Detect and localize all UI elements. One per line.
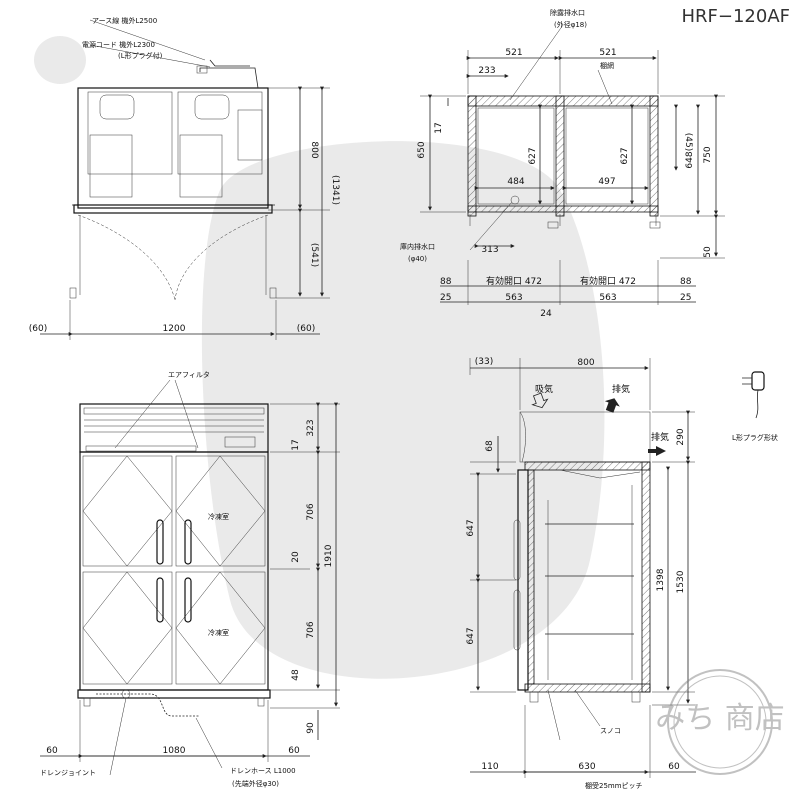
dim-25-left: 25 <box>440 293 451 303</box>
plan-section-dims <box>420 50 725 305</box>
interior-drain-dia: (φ40) <box>408 255 427 263</box>
sunoko-label: スノコ <box>600 727 621 735</box>
dim-541: (541) <box>309 243 319 267</box>
dim-1341: (1341) <box>330 175 340 205</box>
dim-313: 313 <box>481 245 498 255</box>
dim-60-elev-right: 60 <box>288 746 300 756</box>
dim-648: 648 <box>685 151 695 168</box>
mesh-label: 棚網 <box>600 61 614 70</box>
dim-627-left: 627 <box>528 147 538 164</box>
dim-497: 497 <box>598 177 615 187</box>
exhaust-side-label: 排気 <box>651 431 669 443</box>
plug-shape-label: L形プラグ形状 <box>732 433 778 442</box>
dim-627-right: 627 <box>620 147 630 164</box>
dim-24: 24 <box>540 309 552 319</box>
front-view-top-dims <box>40 86 330 340</box>
lower-room-label: 冷凍室 <box>208 628 229 637</box>
dim-1080: 1080 <box>163 746 186 756</box>
dim-17: 17 <box>434 122 444 133</box>
dim-484: 484 <box>507 177 524 187</box>
plug-note-label: (L形プラグ付) <box>118 51 163 60</box>
earth-wire-label: アース線 機外L2500 <box>92 16 157 25</box>
dim-17-elev: 17 <box>291 439 301 450</box>
power-cord-label: 電源コード 機外L2300 <box>82 40 155 49</box>
dim-630: 630 <box>578 762 595 772</box>
dim-647-upper: 647 <box>466 519 476 536</box>
side-section <box>513 392 666 741</box>
dim-60-side: 60 <box>668 762 680 772</box>
dim-563-right: 563 <box>599 293 616 303</box>
dim-750: 750 <box>703 146 713 163</box>
open-right: 有効開口 472 <box>580 275 636 287</box>
model-number: HRF−120AF <box>681 6 790 27</box>
dim-68: 68 <box>485 440 495 452</box>
plan-section <box>467 24 661 251</box>
dim-706-upper: 706 <box>306 503 316 520</box>
dim-48: 48 <box>291 669 301 681</box>
dim-50: 50 <box>703 246 713 258</box>
drain-outlet-dia: (外径φ18) <box>554 20 587 29</box>
dim-60-elev-left: 60 <box>46 746 58 756</box>
drain-hose-dia: (先端外径φ30) <box>232 779 279 788</box>
shop-stamp: みち 商店 <box>655 669 785 775</box>
dim-45: (45) <box>683 133 693 151</box>
dim-647-lower: 647 <box>466 627 476 644</box>
front-view-top <box>69 19 277 301</box>
dim-60-right: (60) <box>297 324 315 334</box>
shelf-pitch-label: 棚受25mmピッチ <box>585 781 643 790</box>
dim-521-left: 521 <box>505 48 522 58</box>
stamp-text: みち 商店 <box>655 701 785 736</box>
dim-1200: 1200 <box>163 324 186 334</box>
drain-hose-label: ドレンホース L1000 <box>230 767 296 775</box>
dim-33: (33) <box>475 357 493 367</box>
dim-1530: 1530 <box>676 570 686 593</box>
dim-88-right: 88 <box>680 277 692 287</box>
dim-650: 650 <box>417 141 427 158</box>
air-filter-label: エアフィルタ <box>168 370 210 379</box>
dim-323: 323 <box>306 419 316 436</box>
dim-88-left: 88 <box>440 277 452 287</box>
front-elevation <box>77 379 271 776</box>
dim-800: 800 <box>309 141 319 158</box>
drain-joint-label: ドレンジョイント <box>40 769 96 777</box>
upper-room-label: 冷凍室 <box>208 512 229 521</box>
dim-60-left: (60) <box>29 324 47 334</box>
drain-outlet-label: 除露排水口 <box>550 8 585 17</box>
dim-233: 233 <box>478 66 495 76</box>
intake-label: 吸気 <box>535 383 553 395</box>
open-left: 有効開口 472 <box>486 275 542 287</box>
dim-90: 90 <box>306 722 316 734</box>
dim-25-right: 25 <box>680 293 691 303</box>
interior-drain-label: 庫内排水口 <box>400 242 435 251</box>
dim-1910: 1910 <box>324 544 334 567</box>
dim-110: 110 <box>481 762 498 772</box>
front-elevation-dims <box>40 402 340 762</box>
dim-563-left: 563 <box>505 293 522 303</box>
dim-20: 20 <box>291 551 301 563</box>
dim-800-side: 800 <box>577 358 594 368</box>
l-plug-illustration <box>742 371 765 419</box>
dim-290: 290 <box>676 428 686 445</box>
exhaust-top-label: 排気 <box>612 383 630 395</box>
watermark <box>34 36 605 679</box>
side-section-dims <box>469 358 696 778</box>
dim-521-right: 521 <box>599 48 616 58</box>
dim-706-lower: 706 <box>306 621 316 638</box>
dim-1398: 1398 <box>656 568 666 591</box>
